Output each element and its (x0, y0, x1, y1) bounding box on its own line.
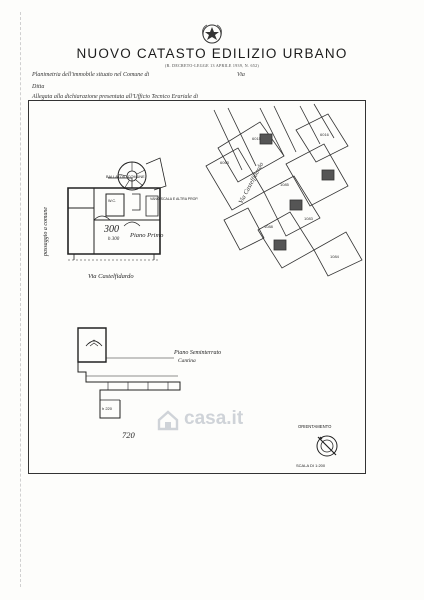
document-subtitle: (R. DECRETO-LEGGE 13 APRILE 1939, N. 652… (164, 63, 260, 68)
label-wc: W.C. (108, 199, 116, 203)
field-ditta: Ditta (32, 84, 45, 90)
document-title: NUOVO CATASTO EDILIZIO URBANO (76, 46, 348, 61)
map-lot-5: 1083 (304, 216, 314, 221)
cellar-label: Cantina (178, 358, 196, 364)
house-logo-icon (157, 410, 179, 431)
map-lot-2: 6016 (320, 132, 330, 137)
floor-first-label: Piano Primo (129, 232, 164, 239)
room-height: h 300 (108, 237, 120, 242)
map-lot-7: 1084 (330, 254, 340, 259)
label-h220: h 220 (102, 406, 113, 411)
state-emblem (202, 24, 222, 44)
field-via: Via (237, 72, 245, 78)
map-lot-3: 6063 (220, 160, 230, 165)
watermark-text: casa.it (184, 408, 244, 429)
map-lot-4: 1085 (280, 182, 290, 187)
side-stamp (406, 257, 411, 258)
map-lot-6: 1088 (264, 224, 274, 229)
street-label: Via Castelfidardo (88, 273, 134, 280)
north-arrow-icon (316, 435, 338, 457)
watermark: casa.it (156, 408, 286, 434)
map-street-label: Via Castelfidardo (238, 161, 266, 205)
field-allegata: Allegata alla dichiarazione presentata a… (32, 94, 198, 100)
location-map (205, 103, 363, 277)
field-planimetria: Planimetria dell'immobile situato nel Co… (32, 72, 150, 78)
orientation-label: ORIENTAMENTO (298, 424, 332, 429)
handwritten-number: 720 (122, 430, 136, 440)
scale-label: SCALA DI 1:200 (296, 463, 326, 468)
label-other-owner: VANO SCALA E ALTRA PROP. (150, 197, 198, 201)
scan-edge (20, 12, 411, 587)
label-ballatoio: BALLATOIO COMUNE (106, 175, 145, 179)
map-lot-1: 6015 (252, 136, 262, 141)
floor-semi-label: Piano Seminterrato (173, 350, 221, 356)
room-number: 300 (103, 224, 119, 235)
floor-plan-drawing: 6015 6016 6063 1085 1083 1088 1084 Via C… (43, 103, 363, 468)
first-floor-plan (67, 157, 167, 261)
passage-label: passaggio a comune (43, 207, 49, 257)
semi-basement-plan (77, 327, 181, 419)
drawing-frame (28, 100, 366, 474)
